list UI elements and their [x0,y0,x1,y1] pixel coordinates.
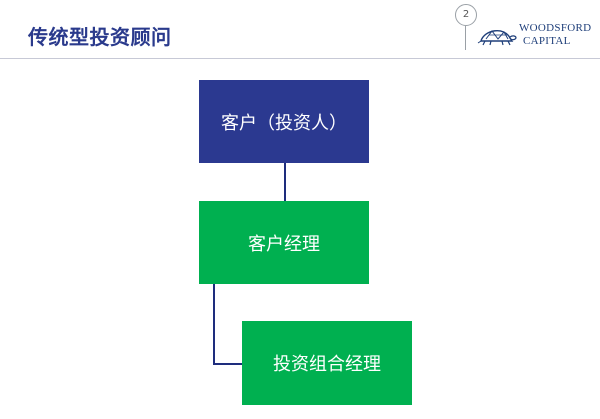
node-portfolio-manager: 投资组合经理 [242,321,412,405]
node-client: 客户（投资人） [199,80,369,163]
logo-wordmark-bottom: CAPITAL [523,35,571,47]
node-portfolio-manager-label: 投资组合经理 [273,354,381,375]
title-divider [0,58,600,59]
slide-title: 传统型投资顾问 [28,25,172,49]
connector-account-manager-horizontal [213,363,242,365]
node-client-label: 客户（投资人） [221,112,347,134]
node-account-manager-label: 客户经理 [248,233,320,255]
page-badge-stem [465,26,466,50]
logo-wordmark-top: WOODSFORD [519,22,592,34]
connector-client-to-account-manager [284,163,286,201]
company-logo: WOODSFORD CAPITAL [477,20,597,52]
connector-account-manager-vertical [213,284,215,364]
page-number-badge: 2 [455,4,477,26]
turtle-icon [477,30,517,46]
node-account-manager: 客户经理 [199,201,369,284]
